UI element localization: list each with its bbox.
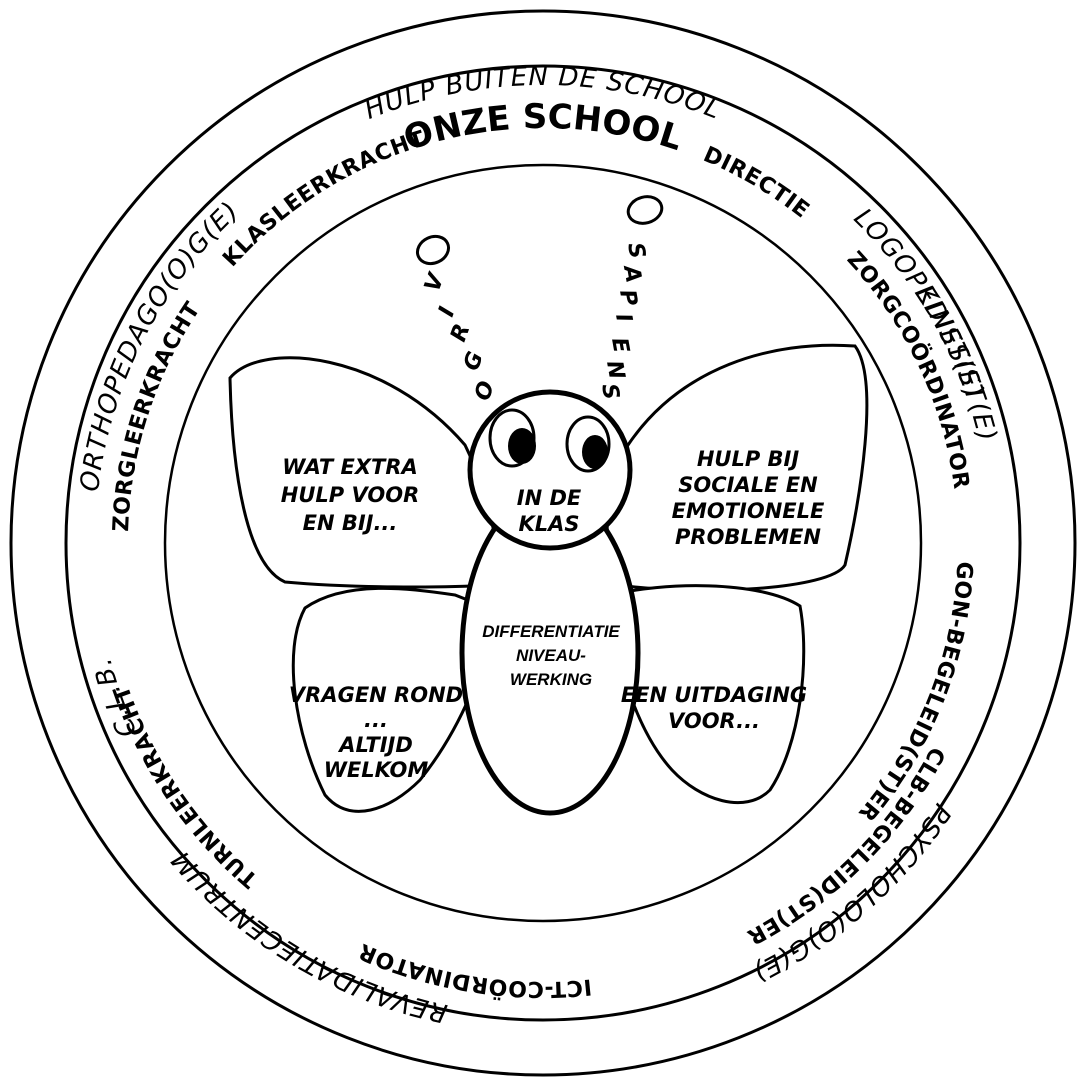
wing-line: WELKOM (324, 758, 429, 782)
left-antenna-tip-icon (413, 231, 453, 268)
head-line: IN DE (517, 486, 582, 510)
antenna-right-letter: S (622, 241, 649, 261)
head-line: KLAS (518, 512, 579, 536)
antenna-left-letter: I (434, 304, 460, 320)
antenna-left-letter: R (446, 321, 475, 345)
antenna-left-letter: O (470, 378, 500, 404)
antenna-right-letter: I (610, 312, 636, 324)
wing-line: VRAGEN ROND (289, 683, 463, 707)
butterfly (230, 345, 867, 813)
inner-ring-title: ONZE SCHOOL (399, 97, 687, 159)
wing-line: PROBLEMEN (675, 525, 821, 549)
wing-line: WAT EXTRA (282, 455, 418, 479)
inner-label-klasleerkracht: KLASLEERKRACHT (218, 127, 428, 272)
wing-line: EN BIJ... (303, 511, 398, 535)
antenna-left-letter: G (459, 349, 489, 375)
left-pupil-icon (508, 428, 536, 464)
antenna-right-letter: S (596, 382, 623, 402)
body-line: NIVEAU- (516, 646, 586, 665)
antenna-left-letters: V I R G O (420, 269, 500, 404)
wing-line: HULP VOOR (281, 483, 419, 507)
antenna-right-letter: E (606, 336, 633, 355)
body-line: WERKING (510, 670, 592, 689)
wing-line: HULP BIJ (697, 447, 800, 471)
wing-line: ... (364, 708, 388, 732)
wing-line: VOOR... (668, 709, 760, 733)
wing-line: ALTIJD (337, 733, 413, 757)
right-antenna-tip-icon (625, 193, 665, 227)
outer-label-orthopedagoog: ORTHOPEDAGO(O)G(E) (75, 196, 245, 493)
antenna-right-letter: P (614, 288, 641, 308)
antenna-right-letter: N (601, 359, 629, 381)
wing-line: SOCIALE EN (678, 473, 818, 497)
antenna-left-letter: V (420, 269, 450, 295)
outer-label-revalidatiecentrum: REVALIDATIECENTRUM (166, 844, 450, 1028)
antenna-right-letters: S A P I E N S (596, 241, 649, 402)
right-pupil-icon (582, 435, 608, 469)
body-line: DIFFERENTIATIE (482, 622, 620, 641)
wing-line: EEN UITDAGING (621, 683, 807, 707)
inner-label-directie: DIRECTIE (700, 142, 814, 223)
wing-line: EMOTIONELE (672, 499, 825, 523)
antenna-right-letter: A (618, 262, 646, 285)
